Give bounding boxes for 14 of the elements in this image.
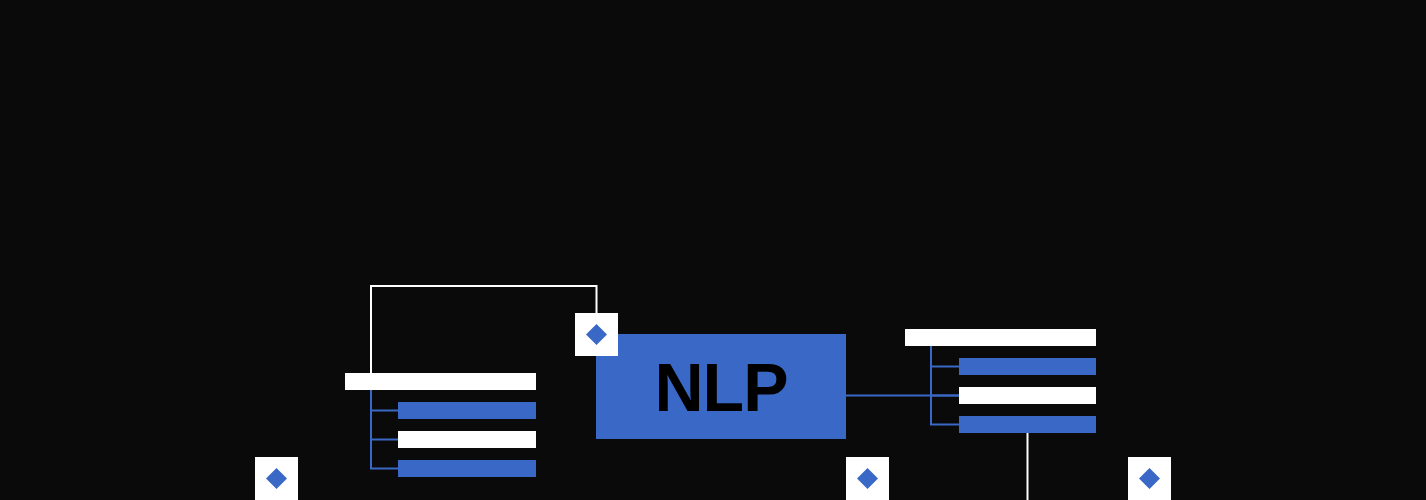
list-item-bar — [398, 460, 536, 477]
list-item-bar — [398, 402, 536, 419]
header-bar — [905, 329, 1096, 346]
process-box — [596, 334, 846, 439]
connector-line — [1026, 432, 1029, 500]
header-bar — [345, 373, 536, 390]
list-item-bar — [959, 358, 1096, 375]
list-item-bar — [398, 431, 536, 448]
box-title: NLP — [654, 352, 788, 421]
connector-line — [370, 389, 399, 470]
list-item-bar — [959, 416, 1096, 433]
connector-line — [370, 285, 598, 374]
list-item-bar — [959, 387, 1096, 404]
connector-line — [930, 345, 960, 426]
